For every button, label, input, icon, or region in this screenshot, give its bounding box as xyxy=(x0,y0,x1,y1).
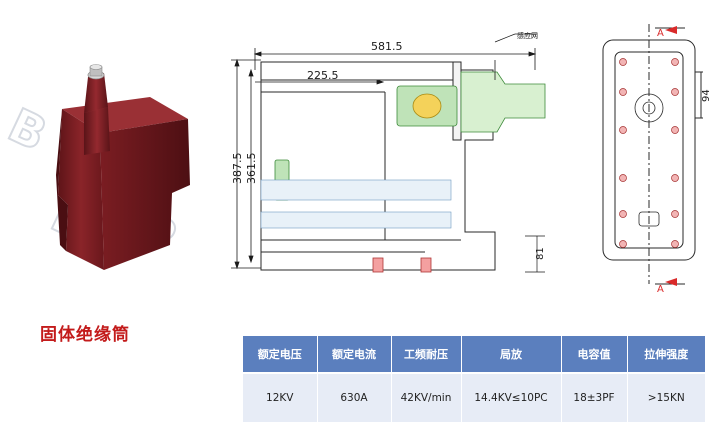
value-rated-current: 630A xyxy=(317,372,392,422)
insulator-illustration: B P P xyxy=(0,64,190,270)
value-capacitance: 18±3PF xyxy=(561,372,628,422)
dim-width-label: 581.5 xyxy=(371,40,403,53)
dim-side-label: 94 xyxy=(701,89,710,102)
product-photo: B P P xyxy=(0,55,230,305)
header-power-freq-withstand: 工频耐压 xyxy=(391,336,462,373)
svg-text:B: B xyxy=(0,98,55,162)
dim-inner-label: 225.5 xyxy=(307,69,339,82)
technical-drawing: 581.5 225.5 感应网 387.5 361.5 94 81 A A xyxy=(225,0,710,300)
header-rated-voltage: 额定电压 xyxy=(243,336,318,373)
header-tensile-strength: 拉伸强度 xyxy=(627,336,705,373)
value-tensile-strength: >15KN xyxy=(627,372,705,422)
dim-height-label: 387.5 xyxy=(231,153,244,185)
spec-table: 额定电压 额定电流 工频耐压 局放 电容值 拉伸强度 12KV 630A 42K… xyxy=(243,336,705,422)
header-capacitance: 电容值 xyxy=(561,336,628,373)
section-mark-bottom: A xyxy=(657,284,664,295)
value-partial-discharge: 14.4KV≤10PC xyxy=(461,372,562,422)
drawing-svg: 581.5 225.5 感应网 387.5 361.5 94 81 A A xyxy=(231,24,710,295)
product-title: 固体绝缘筒 xyxy=(40,325,130,345)
dim-height-inner-label: 361.5 xyxy=(245,153,258,185)
spec-header-row: 额定电压 额定电流 工频耐压 局放 电容值 拉伸强度 xyxy=(243,336,705,373)
dim-bottom-label: 81 xyxy=(535,247,546,260)
header-rated-current: 额定电流 xyxy=(317,336,392,373)
value-power-freq-withstand: 42KV/min xyxy=(391,372,462,422)
spec-value-row: 12KV 630A 42KV/min 14.4KV≤10PC 18±3PF >1… xyxy=(243,372,705,422)
sensor-label: 感应网 xyxy=(517,31,538,40)
header-partial-discharge: 局放 xyxy=(461,336,562,373)
section-mark-top: A xyxy=(657,28,664,39)
value-rated-voltage: 12KV xyxy=(243,372,318,422)
